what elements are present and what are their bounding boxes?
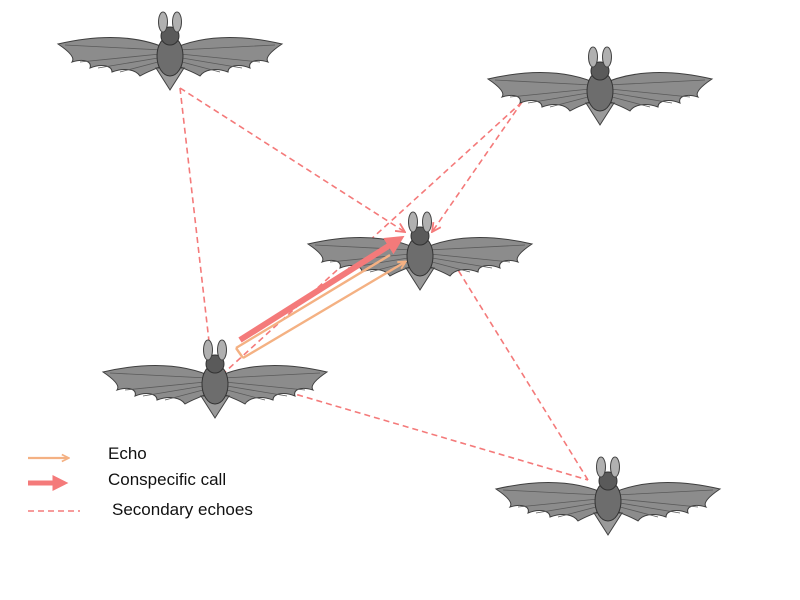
- legend-call-label: Conspecific call: [108, 470, 226, 489]
- secondary-echo-lines: [179, 87, 589, 481]
- conspecific-call-arrow: [238, 235, 405, 343]
- legend-secondary-label: Secondary echoes: [112, 500, 253, 519]
- echo-path: [235, 253, 405, 360]
- secondary-echo-line: [179, 87, 405, 232]
- secondary-echo-line: [432, 101, 523, 232]
- secondary-echo-line: [179, 87, 211, 351]
- secondary-echo-line: [454, 264, 589, 481]
- bat-icon: [57, 11, 283, 91]
- bat-icon: [487, 46, 713, 126]
- bat-icon: [102, 339, 328, 419]
- bat-icon: [495, 456, 721, 536]
- secondary-echo-line: [224, 101, 523, 373]
- legend-echo-label: Echo: [108, 444, 147, 463]
- legend: Echo Conspecific call Secondary echoes: [28, 444, 253, 519]
